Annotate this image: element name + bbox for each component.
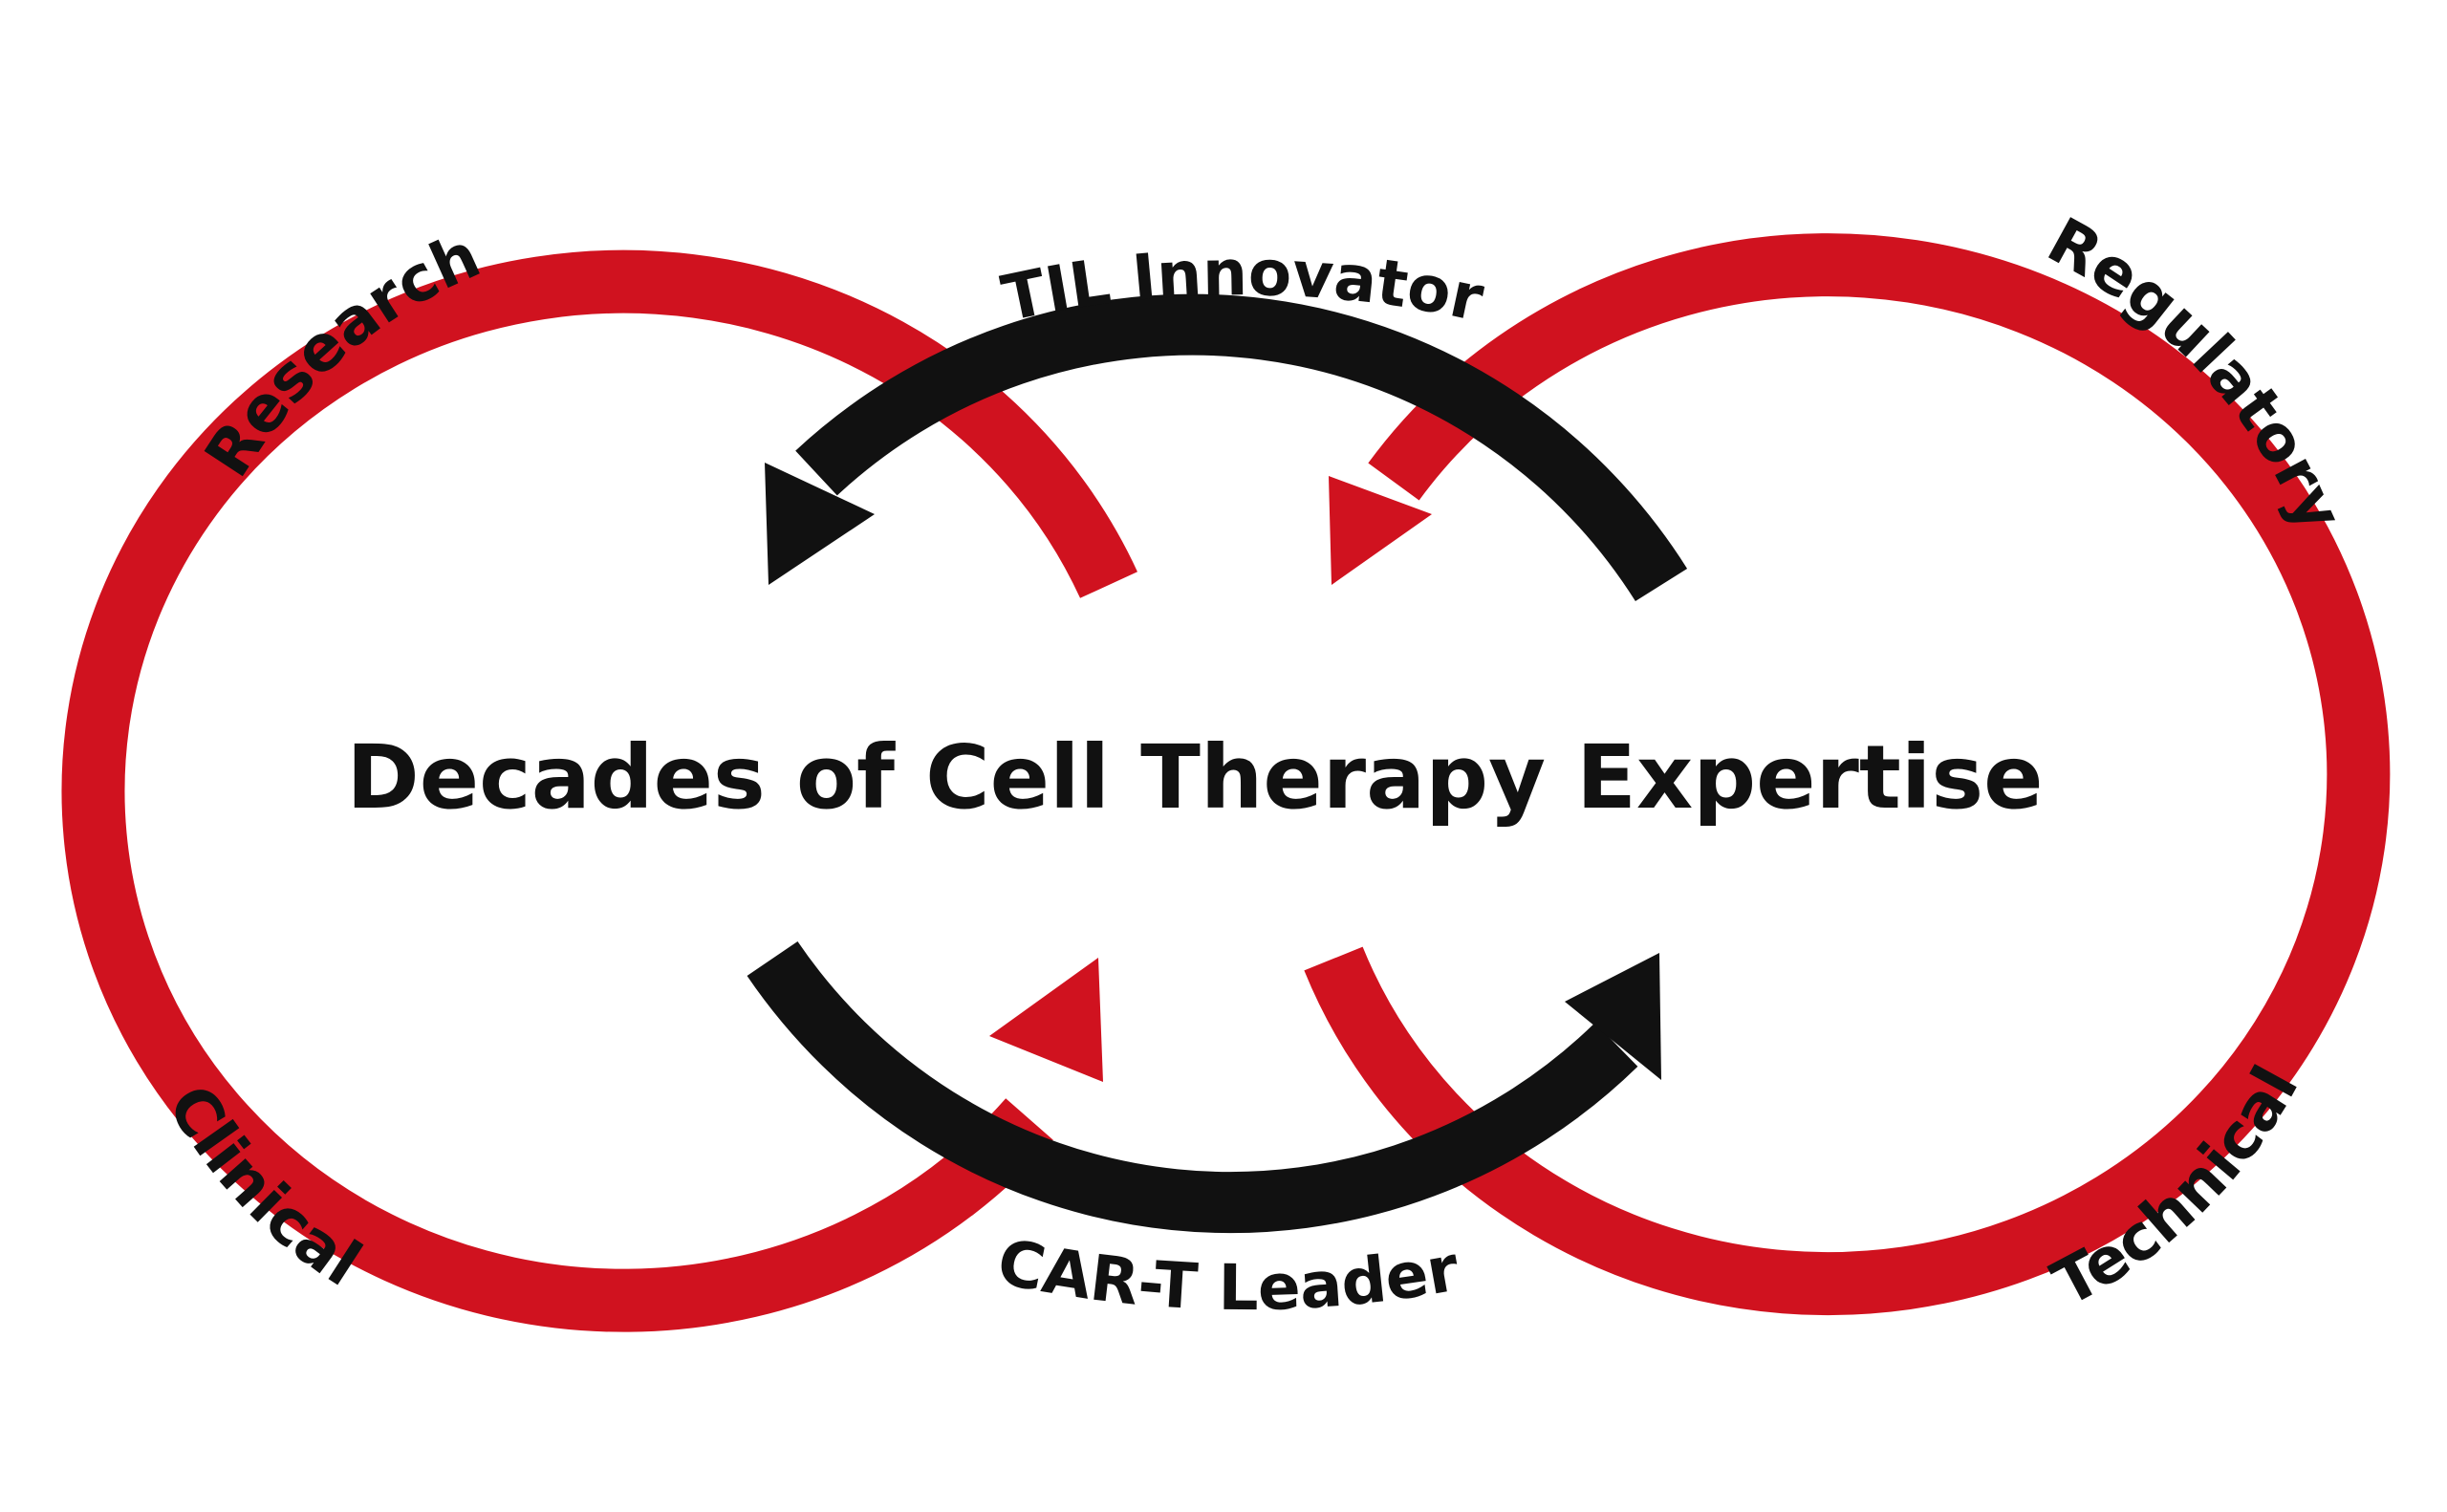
right-red-arrowhead [1329, 476, 1432, 585]
right-red-ring [1304, 233, 2391, 1316]
left-red-ring [61, 249, 1137, 1332]
top-black-arrowhead [765, 463, 875, 585]
bottom-black-arrowhead [1565, 953, 1661, 1080]
center-title: Decades of Cell Therapy Expertise [346, 726, 2043, 829]
label-research: Research [191, 218, 491, 489]
label-regulatory: Regulatory [2036, 204, 2357, 542]
bottom-black-arc [747, 940, 1638, 1234]
top-black-arc [795, 293, 1688, 602]
left-red-arrowhead [989, 958, 1103, 1082]
label-car-t-leader: CAR-T Leader [991, 1224, 1464, 1325]
